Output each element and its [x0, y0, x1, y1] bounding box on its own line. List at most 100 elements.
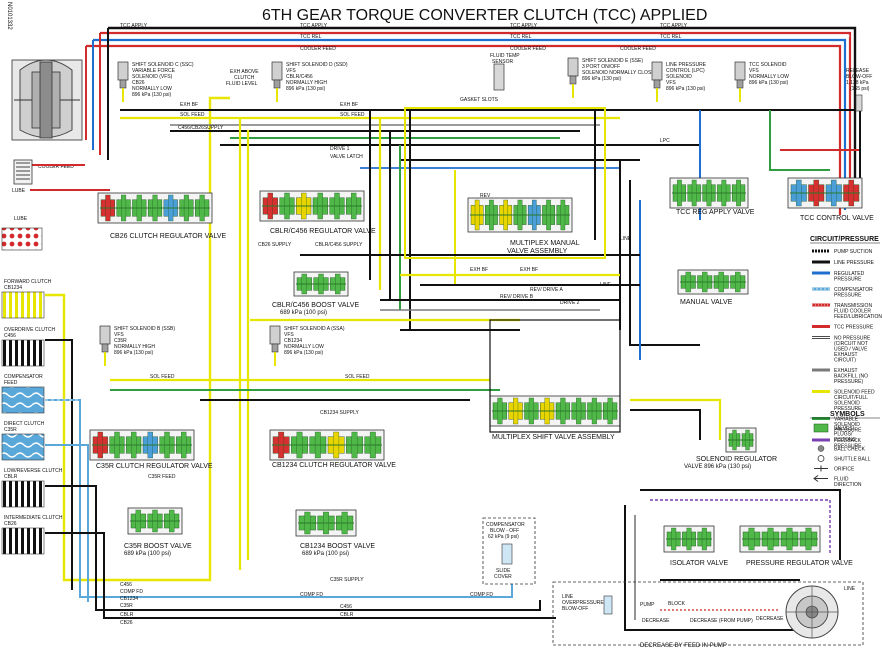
- symbol-label: DIRECTION: [834, 482, 862, 488]
- top-tcc-circuits: [85, 26, 857, 215]
- circuit-label: TCC APPLY: [300, 23, 328, 29]
- cb1234boost-valve: [295, 509, 357, 537]
- legend-label: LINE PRESSURE: [834, 260, 875, 266]
- legend-label: SOLENOID: [834, 401, 860, 407]
- legend-label: PUMP SUCTION: [834, 249, 873, 255]
- symbol-label: PISTONS: [834, 437, 857, 443]
- circuit-label: C456: [340, 604, 352, 610]
- circuit-label: REV: [480, 193, 491, 199]
- circuit-label: EXH BF: [470, 267, 488, 273]
- cblr-boost-pressure: 689 kPa (100 psi): [280, 310, 327, 316]
- legend-label: PRESSURE: [834, 293, 862, 299]
- circuit-label: SOL FEED: [150, 374, 175, 380]
- solenoid-text: SHIFT SOLENOID E (SSE): [582, 58, 643, 64]
- legend-label: CIRCUIT): [834, 358, 856, 364]
- solenoid-body-icon: [271, 61, 283, 81]
- circuit-label: C35R SUPPLY: [330, 577, 364, 583]
- multiplex-shift-outline: [489, 319, 621, 433]
- top-circuit-labels: TCC APPLY TCC APPLY TCC APPLY TCC APPLY …: [120, 23, 688, 52]
- c35r-boost-pressure: 689 kPa (100 psi): [124, 551, 171, 557]
- circuit-label: C35R: [120, 603, 133, 609]
- clutch-label: CB26: [4, 521, 17, 527]
- oil-pump-icon: [785, 585, 839, 639]
- circuit-label: SOL FEED: [180, 112, 205, 118]
- symbol-orifice: ORIFICE: [814, 465, 855, 473]
- fluid-temp-sensor: FLUID TEMP SENSOR: [490, 53, 520, 91]
- pressreg-valve: [739, 525, 821, 553]
- legend-label: CIRCUIT/FULL: [834, 395, 868, 401]
- clutch-label: LOW/REVERSE CLUTCH: [4, 468, 63, 474]
- cb1234-reg-label: CB1234 CLUTCH REGULATOR VALVE: [272, 462, 396, 469]
- cooler-lube-area: COOLER FEED LUBE LUBE: [1, 159, 110, 251]
- solenoid-text: VFS: [666, 80, 676, 86]
- solenoid-text: 896 kPa (130 psi): [749, 80, 789, 86]
- svg-text:LINE: LINE: [562, 594, 574, 600]
- exh-above-label-1: EXH ABOVE: [230, 69, 259, 75]
- shuttle-ball-icon: [817, 455, 825, 462]
- symbol-shuttle: SHUTTLE BALL: [817, 455, 871, 463]
- clutch-label: CB1234: [4, 285, 22, 291]
- manual-valve-label: MANUAL VALVE: [680, 299, 733, 306]
- legend-panel: CIRCUIT/PRESSURE PUMP SUCTION LINE PRESSU…: [810, 236, 882, 488]
- bottom-circuit-labels: C456 COMP FD CB1234 COMP FD C35R CBLR CB…: [120, 577, 493, 626]
- document-id: N0101332: [6, 2, 12, 30]
- exh-above-label-2: CLUTCH: [234, 75, 255, 81]
- solenoid-text: VFS: [114, 332, 124, 338]
- clutch-label: C35R: [4, 427, 17, 433]
- cb26-valve-label: CB26 CLUTCH REGULATOR VALVE: [110, 233, 227, 240]
- circuit-label: CB1234: [120, 596, 138, 602]
- solenoid-text: VFS: [284, 332, 294, 338]
- valve-group: [89, 177, 863, 553]
- valve-labels: CB26 CLUTCH REGULATOR VALVE CBLR/C456 RE…: [96, 209, 874, 567]
- clutch-label: CBLR: [4, 474, 18, 480]
- exh-above-label-3: FLUID LEVEL: [226, 81, 258, 87]
- multiplex-shift-label: MULTIPLEX SHIFT VALVE ASSEMBLY: [492, 434, 615, 441]
- solenoid-ssc: SHIFT SOLENOID C (SSC)VARIABLE FORCESOLE…: [117, 61, 194, 102]
- circuit-label: TCC APPLY: [120, 23, 148, 29]
- clutch-pack-icon: [1, 386, 45, 414]
- circuit-label: REV/ DRIVE A: [530, 287, 563, 293]
- circuit-label: DRIVE 2: [560, 300, 580, 306]
- circuit-label: TCC APPLY: [660, 23, 688, 29]
- multiplex-manual-label-1: MULTIPLEX MANUAL: [510, 240, 580, 247]
- manual-valve: [677, 269, 749, 295]
- lube-circuit-icon: [1, 227, 43, 251]
- solenoid-ssa: SHIFT SOLENOID A (SSA)VFSCB1234NORMALLY …: [269, 325, 345, 366]
- clutch-pack-icon: [1, 339, 45, 367]
- pump-area: LINE OVERPRESSURE BLOW-OFF PUMP BLOCK DE…: [552, 581, 864, 649]
- circuit-label: COMP FD: [300, 592, 323, 598]
- solenoid-text: SHIFT SOLENOID B (SSB): [114, 326, 175, 332]
- solenoid-feed-loop: [45, 96, 556, 619]
- solenoid-body-icon: [117, 61, 129, 81]
- mid-circuit-labels: EXH BF EXH BF SOL FEED SOL FEED C456/CB2…: [148, 102, 670, 480]
- solenoid-text: 896 kPa (130 psi): [132, 92, 172, 98]
- legend-label: SOLENOID FEED: [834, 390, 875, 396]
- legend-label: EXHAUST: [834, 352, 858, 358]
- svg-text:LINE: LINE: [844, 586, 856, 592]
- legend-label: TRANSMISSION: [834, 303, 872, 309]
- cb1234-boost-label: CB1234 BOOST VALVE: [300, 543, 375, 550]
- svg-text:DECREASE (FROM PUMP): DECREASE (FROM PUMP): [690, 618, 753, 624]
- svg-text:BLOW - OFF: BLOW - OFF: [490, 528, 519, 534]
- legend-label: TCC PRESSURE: [834, 325, 874, 331]
- legend-label: VARIABLE: [834, 417, 859, 423]
- legend-label: NO PRESSURE: [834, 336, 871, 342]
- solenoid-group: SHIFT SOLENOID C (SSC)VARIABLE FORCESOLE…: [99, 57, 789, 366]
- solenoid-text: CBLR/C456: [286, 74, 313, 80]
- legend-title: CIRCUIT/PRESSURE: [810, 236, 879, 243]
- circuit-label: DRIVE 1: [330, 146, 350, 152]
- solenoid-body-icon: [651, 61, 663, 81]
- circuit-label: C456: [120, 582, 132, 588]
- legend-label: (CIRCUIT NOT: [834, 341, 868, 347]
- circuit-label: C35R FEED: [148, 474, 176, 480]
- legend-item-solfeed: SOLENOID FEEDCIRCUIT/FULLSOLENOIDPRESSUR…: [812, 390, 875, 412]
- legend-label: PRESSURE: [834, 406, 862, 412]
- lube-label: LUBE: [14, 216, 28, 222]
- cb26-valve: [97, 192, 213, 224]
- cb1234-valve: [269, 429, 385, 461]
